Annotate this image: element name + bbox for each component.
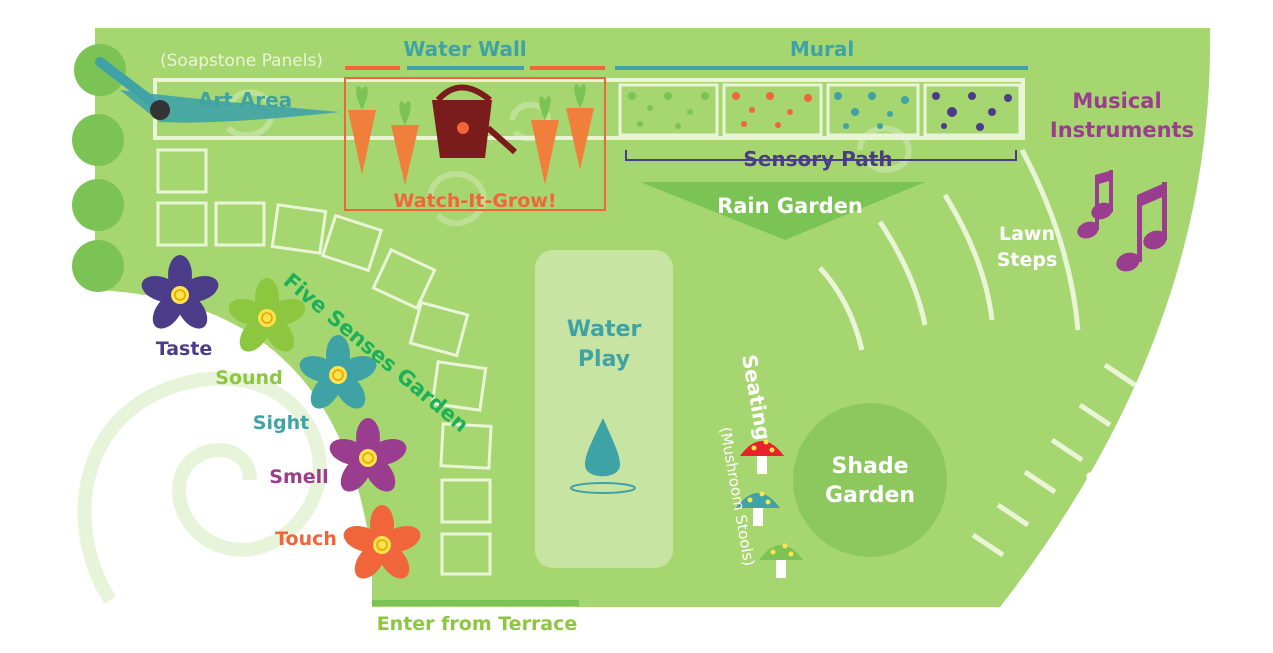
sense-label-taste: Taste — [156, 338, 213, 360]
water-drop-icon — [585, 418, 620, 477]
stepping-stones — [156, 148, 493, 576]
lawn-steps-label-line1: Lawn — [999, 223, 1055, 245]
water-play-label-line2: Play — [578, 347, 630, 372]
sense-label-touch: Touch — [275, 528, 337, 550]
lawn-steps — [818, 148, 1081, 351]
paintbrush-icon — [95, 57, 340, 123]
water-play-area — [535, 250, 673, 568]
flower-sound-icon — [228, 278, 306, 352]
art-area-label: Art Area — [198, 88, 292, 112]
shade-garden-label-line2: Garden — [825, 483, 915, 508]
rain-garden-label: Rain Garden — [717, 194, 863, 218]
shrubs — [72, 44, 126, 292]
musical-label-line2: Instruments — [1050, 118, 1194, 142]
sense-label-smell: Smell — [269, 466, 328, 488]
shade-garden-area — [793, 403, 947, 557]
entrance-bar — [372, 600, 579, 606]
sense-label-sound: Sound — [215, 367, 282, 389]
watch-it-grow-bed — [344, 77, 606, 211]
flower-taste-icon — [141, 255, 219, 329]
sense-label-sight: Sight — [253, 412, 309, 434]
watch-it-grow-label: Watch-It-Grow! — [393, 190, 556, 212]
enter-label: Enter from Terrace — [377, 613, 578, 635]
stone-steps-label-line2: Steps — [1086, 497, 1147, 519]
water-wall-label: Water Wall — [403, 37, 526, 61]
stone-steps — [971, 362, 1137, 558]
shade-garden-label-line1: Shade — [831, 454, 908, 479]
mural-label: Mural — [790, 37, 854, 61]
mushroom-icons — [736, 439, 803, 578]
carrot-icons — [348, 84, 594, 185]
mural-panels — [618, 83, 1022, 137]
lawn-steps-label-line2: Steps — [997, 249, 1058, 271]
stone-steps-label-line1: Stone — [1085, 469, 1147, 491]
flower-smell-icon — [329, 418, 407, 492]
water-play-label-line1: Water — [567, 317, 642, 342]
soapstone-label: (Soapstone Panels) — [160, 51, 323, 71]
musical-label-line1: Musical — [1072, 89, 1161, 113]
sensory-path-bracket — [625, 150, 1017, 161]
music-notes-icon — [1077, 170, 1167, 272]
flower-sight-icon — [299, 335, 377, 409]
flower-touch-icon — [343, 505, 421, 579]
spiral-decoration-large — [77, 371, 327, 604]
rain-garden-area — [640, 182, 925, 240]
watering-can-icon — [432, 84, 517, 158]
sensory-path-label: Sensory Path — [743, 147, 892, 171]
